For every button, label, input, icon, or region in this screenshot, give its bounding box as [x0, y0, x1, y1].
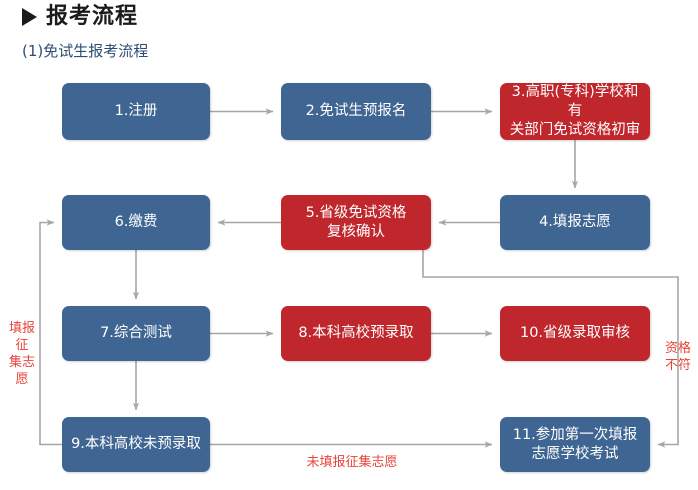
flow-node-label: 2.免试生预报名	[305, 103, 407, 119]
flow-node-label: 4.填报志愿	[539, 214, 611, 230]
flow-node-label: 7.综合测试	[100, 325, 172, 341]
flow-node-n1[interactable]: 1.注册	[62, 83, 210, 140]
triangle-right-icon	[22, 8, 37, 26]
page-subtitle: (1)免试生报考流程	[22, 42, 149, 60]
flow-node-n5[interactable]: 5.省级免试资格 复核确认	[281, 195, 431, 250]
flow-node-label: 11.参加第一次填报 志愿学校考试	[512, 426, 638, 462]
flow-node-label: 8.本科高校预录取	[298, 325, 414, 341]
flow-l-bottom: 未填报征集志愿	[306, 455, 398, 470]
page-header: 报考流程	[22, 4, 138, 30]
flow-node-n3[interactable]: 3.高职(专科)学校和有 关部门免试资格初审	[500, 83, 650, 140]
flow-node-label: 3.高职(专科)学校和有 关部门免试资格初审	[509, 84, 641, 138]
flow-node-n11[interactable]: 11.参加第一次填报 志愿学校考试	[500, 417, 650, 472]
flow-node-n6[interactable]: 6.缴费	[62, 195, 210, 250]
flow-l-right: 资格 不符	[664, 341, 691, 373]
edge-5-to-11-unqualified	[422, 250, 679, 448]
flow-node-n7[interactable]: 7.综合测试	[62, 306, 210, 361]
flow-node-n2[interactable]: 2.免试生预报名	[281, 83, 431, 140]
flow-node-n9[interactable]: 9.本科高校未预录取	[62, 417, 210, 472]
flow-node-n10[interactable]: 10.省级录取审核	[500, 306, 650, 361]
flow-node-n4[interactable]: 4.填报志愿	[500, 195, 650, 250]
flow-node-n8[interactable]: 8.本科高校预录取	[281, 306, 431, 361]
flow-l-left: 填报征 集志愿	[8, 321, 35, 387]
flow-node-label: 6.缴费	[114, 214, 158, 230]
flow-node-label: 1.注册	[114, 103, 158, 119]
page-title: 报考流程	[46, 4, 139, 29]
flow-node-label: 9.本科高校未预录取	[71, 436, 201, 452]
flow-node-label: 10.省级录取审核	[519, 325, 631, 341]
edge-9-to-6-resubmit	[39, 219, 62, 446]
flow-node-label: 5.省级免试资格 复核确认	[305, 204, 407, 240]
